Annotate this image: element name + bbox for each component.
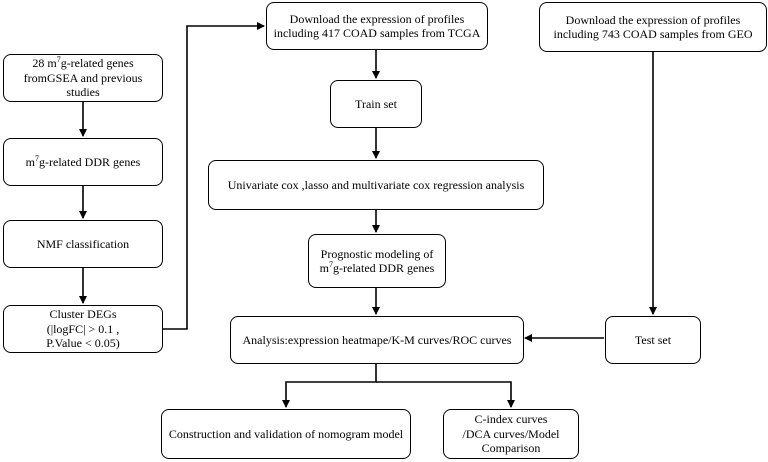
cluster-degs-line3: P.Value < 0.05) [46, 336, 120, 351]
geo-download-line1: Download the expression of profiles [565, 12, 741, 27]
cindex-line2: /DCA curves/Model [462, 426, 560, 441]
cindex-line3: Comparison [481, 441, 541, 456]
genes-source-line1: 28 m7g-related genes [32, 55, 134, 71]
nomogram-box: Construction and validation of nomogram … [161, 409, 411, 459]
analysis-label: Analysis:expression heatmape/K-M curves/… [242, 332, 512, 347]
tcga-download-line2: including 417 COAD samples from TCGA [273, 26, 481, 40]
nomogram-label: Construction and validation of nomogram … [168, 426, 404, 441]
cluster-degs-line1: Cluster DEGs [49, 307, 117, 322]
arrow-degs-to-tcga [163, 22, 265, 330]
tcga-download-box: Download the expression of profiles incl… [266, 2, 488, 50]
regression-label: Univariate cox ,lasso and multivariate c… [227, 177, 525, 192]
cindex-box: C-index curves /DCA curves/Model Compari… [443, 409, 579, 459]
geo-download-line2: including 743 COAD samples from GEO [553, 27, 753, 41]
test-set-box: Test set [605, 316, 701, 364]
nmf-label: NMF classification [36, 236, 130, 251]
genes-source-line2: fromGSEA and previous studies [23, 70, 143, 100]
ddr-genes-label: m7g-related DDR genes [25, 153, 141, 169]
ddr-genes-box: m7g-related DDR genes [3, 138, 163, 186]
prognostic-box: Prognostic modeling of m7g-related DDR g… [308, 234, 446, 288]
nmf-box: NMF classification [3, 220, 163, 268]
arrow-analysis-to-nomogram [282, 364, 377, 408]
train-set-label: Train set [355, 96, 397, 111]
geo-download-box: Download the expression of profiles incl… [539, 2, 767, 52]
regression-box: Univariate cox ,lasso and multivariate c… [208, 160, 544, 210]
prognostic-line1: Prognostic modeling of [320, 246, 434, 261]
cluster-degs-line2: (|logFC| > 0.1 , [46, 321, 120, 336]
analysis-box: Analysis:expression heatmape/K-M curves/… [230, 316, 524, 364]
test-set-label: Test set [634, 332, 672, 347]
arrow-analysis-to-cindex [376, 381, 515, 408]
cluster-degs-box: Cluster DEGs (|logFC| > 0.1 , P.Value < … [3, 305, 163, 353]
train-set-box: Train set [330, 80, 422, 128]
genes-source-box: 28 m7g-related genes fromGSEA and previo… [3, 54, 163, 102]
tcga-download-line1: Download the expression of profiles [289, 11, 465, 26]
cindex-line1: C-index curves [474, 412, 548, 427]
prognostic-line2: m7g-related DDR genes [319, 260, 435, 276]
